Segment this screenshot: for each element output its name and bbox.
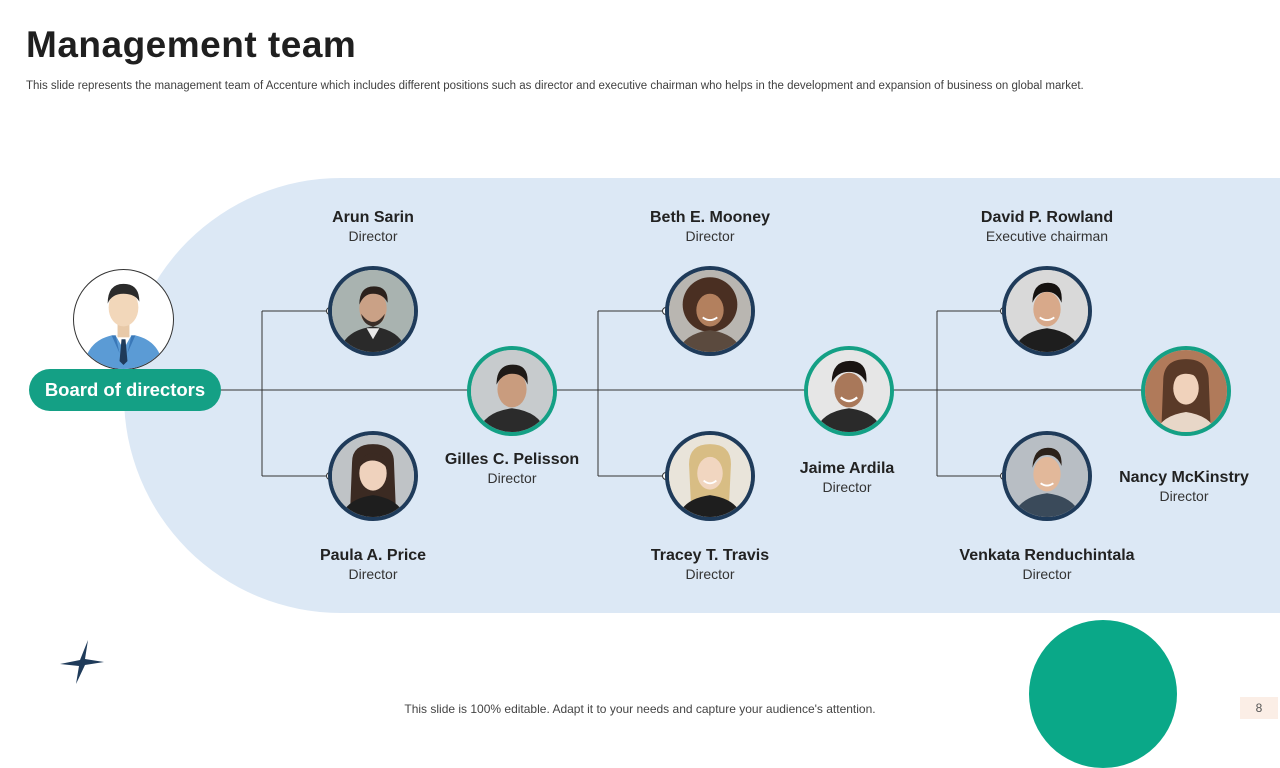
person-name: Paula A. Price: [319, 547, 427, 564]
portrait-icon: [471, 350, 553, 432]
person-role: Director: [1022, 566, 1072, 582]
person-name: Tracey T. Travis: [650, 547, 770, 564]
person-label-beth-e-mooney: Beth E. Mooney Director: [580, 209, 840, 245]
person-label-paula-a-price: Paula A. Price Director: [243, 547, 503, 583]
person-label-tracey-t-travis: Tracey T. Travis Director: [580, 547, 840, 583]
page-title: Management team: [26, 24, 357, 65]
photo-david-p-rowland[interactable]: [1002, 266, 1092, 356]
portrait-icon: [669, 270, 751, 352]
person-label-jaime-ardila: Jaime Ardila Director: [717, 460, 977, 496]
portrait-icon: [1006, 270, 1088, 352]
photo-jaime-ardila[interactable]: [804, 346, 894, 436]
sparkle-star-icon: [60, 640, 104, 684]
photo-gilles-c-pelisson[interactable]: [467, 346, 557, 436]
person-name: David P. Rowland: [980, 209, 1114, 226]
photo-tracey-t-travis[interactable]: [665, 431, 755, 521]
portrait-icon: [332, 435, 414, 517]
person-label-gilles-c-pelisson: Gilles C. Pelisson Director: [382, 451, 642, 487]
person-name: Gilles C. Pelisson: [444, 451, 580, 468]
person-role: Executive chairman: [985, 228, 1109, 244]
photo-venkata-renduchintala[interactable]: [1002, 431, 1092, 521]
person-role: Director: [348, 566, 398, 582]
person-label-arun-sarin: Arun Sarin Director: [243, 209, 503, 245]
person-name: Jaime Ardila: [799, 460, 895, 477]
board-of-directors-node[interactable]: Board of directors: [29, 369, 221, 411]
portrait-icon: [332, 270, 414, 352]
person-name: Arun Sarin: [332, 209, 414, 226]
page-number: 8: [1240, 697, 1278, 719]
portrait-icon: [669, 435, 751, 517]
person-role: Director: [685, 566, 735, 582]
photo-arun-sarin[interactable]: [328, 266, 418, 356]
portrait-icon: [1145, 350, 1227, 432]
person-label-nancy-mckinstry: Nancy McKinstry Director: [1054, 469, 1280, 505]
person-role: Director: [1159, 488, 1209, 504]
person-role: Director: [348, 228, 398, 244]
person-role: Director: [487, 470, 537, 486]
person-role: Director: [822, 479, 872, 495]
photo-nancy-mckinstry[interactable]: [1141, 346, 1231, 436]
person-name: Nancy McKinstry: [1119, 469, 1249, 486]
photo-paula-a-price[interactable]: [328, 431, 418, 521]
board-avatar-icon: [73, 269, 174, 370]
person-name: Beth E. Mooney: [649, 209, 770, 226]
page-subtitle: This slide represents the management tea…: [26, 80, 1084, 92]
person-name: Venkata Renduchintala: [959, 547, 1135, 564]
decorative-teal-circle: [1029, 620, 1177, 768]
person-role: Director: [685, 228, 735, 244]
org-chart-band: [124, 178, 1280, 613]
photo-beth-e-mooney[interactable]: [665, 266, 755, 356]
person-label-david-p-rowland: David P. Rowland Executive chairman: [917, 209, 1177, 245]
portrait-icon: [808, 350, 890, 432]
person-label-venkata-renduchintala: Venkata Renduchintala Director: [917, 547, 1177, 583]
portrait-icon: [1006, 435, 1088, 517]
footer-note: This slide is 100% editable. Adapt it to…: [404, 702, 876, 716]
